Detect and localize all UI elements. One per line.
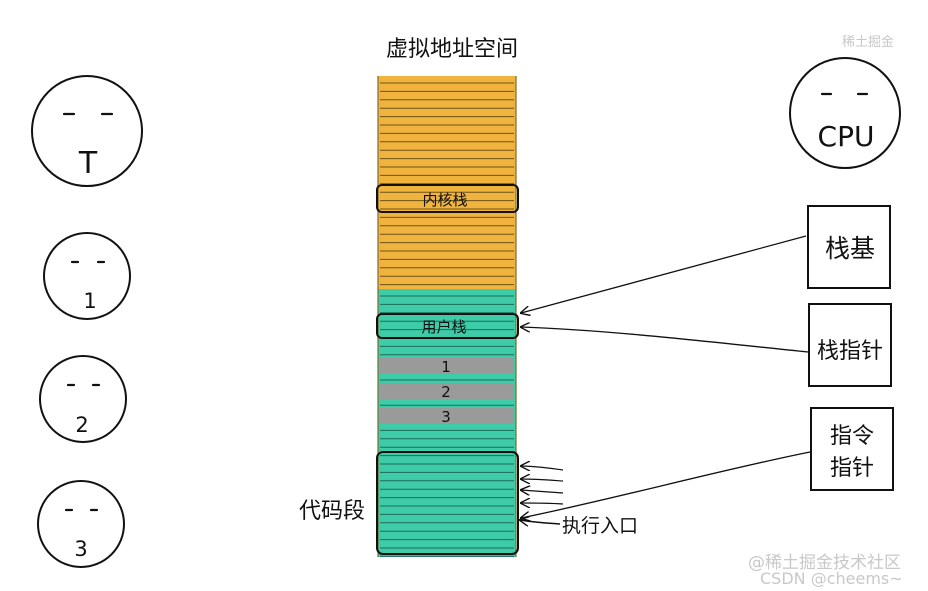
thread-T: T (31, 75, 143, 187)
thread-3-label: 3 (74, 537, 87, 561)
code-entry-arrows (521, 466, 564, 504)
watermark-juejin: @稀土掘金技术社区 (748, 553, 901, 573)
thread-stack-1-band (380, 358, 514, 374)
kernel-stack-label: 内核栈 (422, 191, 467, 209)
code-segment-label: 代码段 (299, 499, 365, 524)
code-segment-box (376, 451, 519, 555)
thread-2-label: 2 (75, 413, 88, 437)
kernel-stack: 内核栈 (376, 184, 519, 213)
thread-stack-2-label: 2 (441, 383, 451, 401)
user-stack: 用户栈 (376, 313, 519, 339)
entry-arrow-1 (521, 466, 564, 470)
thread-3-face (37, 480, 125, 568)
cpu-face (789, 57, 901, 169)
entry-main-arrow (520, 520, 561, 524)
thread-2-face (39, 355, 127, 443)
register-arrows (521, 235, 811, 518)
user-stack-box (376, 313, 519, 339)
kernel-stack-box (376, 184, 519, 213)
thread-1-face (43, 232, 131, 320)
user-stack-label: 用户栈 (421, 318, 466, 336)
thread-T-label: T (78, 146, 98, 181)
register-stack-base: 栈基 (807, 205, 891, 289)
entry-arrow-2 (521, 479, 564, 481)
execution-entry: 执行入口 (520, 515, 638, 537)
watermark-corner: 稀土掘金 (842, 34, 894, 50)
register-stack-base-box (807, 205, 891, 289)
thread-1: 1 (43, 232, 131, 320)
code-segment: 代码段 (299, 451, 519, 555)
watermark-csdn: CSDN @cheems~ (760, 569, 903, 588)
register-stack-pointer-box (808, 303, 892, 387)
thread-stacks: 1 2 3 (380, 358, 514, 426)
register-stack-pointer: 栈指针 (808, 303, 892, 387)
register-stack-pointer-label: 栈指针 (817, 339, 883, 364)
thread-T-face (31, 75, 143, 187)
register-stack-base-label: 栈基 (825, 234, 875, 263)
instruction-pointer-arrow (521, 451, 811, 518)
thread-stack-2-band (380, 383, 514, 399)
address-space-title: 虚拟地址空间 (386, 37, 518, 62)
register-instruction-pointer-line-1: 指令 (830, 424, 874, 449)
execution-entry-label: 执行入口 (562, 515, 638, 537)
thread-stack-3-label: 3 (441, 408, 451, 426)
thread-3: 3 (37, 480, 125, 568)
entry-arrow-3 (521, 490, 564, 493)
cpu-label: CPU (818, 120, 875, 153)
thread-2: 2 (39, 355, 127, 443)
register-instruction-pointer-line-2: 指针 (830, 456, 874, 481)
thread-1-label: 1 (83, 289, 96, 313)
thread-stack-1-label: 1 (441, 358, 451, 376)
kernel-region-lines (380, 82, 514, 286)
stack-base-arrow (521, 235, 807, 313)
kernel-region (378, 76, 516, 289)
register-instruction-pointer-box (810, 407, 894, 491)
cpu: CPU (789, 57, 901, 169)
entry-arrow-4 (521, 503, 564, 504)
stack-pointer-arrow (521, 327, 809, 353)
kernel-region-fill (378, 76, 516, 289)
register-instruction-pointer: 指令 指针 (810, 407, 894, 491)
thread-stack-3-band (380, 408, 514, 424)
